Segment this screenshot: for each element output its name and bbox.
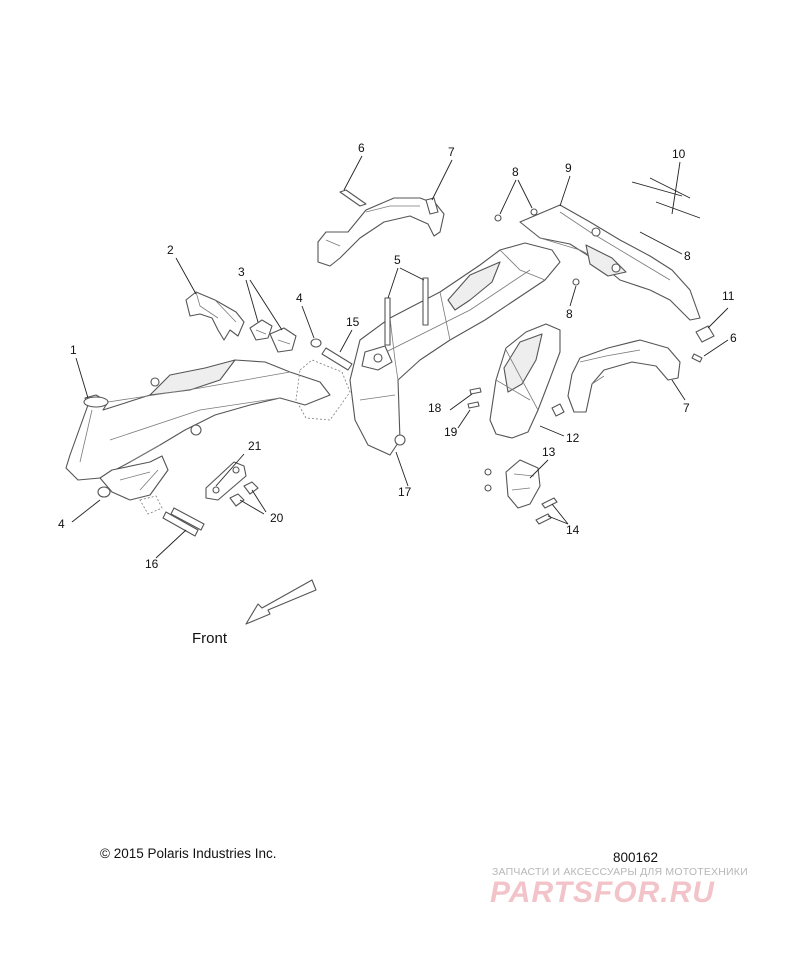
watermark-logo: PARTSFOR.RU: [490, 876, 715, 909]
callout-16: 16: [145, 557, 159, 571]
front-frame-section: [65, 359, 331, 501]
callout-7-upper: 7: [448, 145, 455, 159]
mount-bracket-part-13: [484, 459, 541, 509]
main-frame-part-17: [349, 242, 561, 456]
bolt-part-20: [229, 481, 259, 507]
leader-lines: [71, 155, 729, 559]
watermark-tagline: ЗАПЧАСТИ И АКСЕССУАРЫ ДЛЯ МОТОТЕХНИКИ: [492, 866, 748, 878]
brace-part-7-upper: [317, 189, 445, 267]
bolt-part-14: [535, 497, 558, 525]
fastener-part-19: [467, 401, 480, 409]
callout-18: 18: [428, 401, 442, 415]
callout-15: 15: [346, 315, 360, 329]
callout-6-lower: 6: [730, 331, 737, 345]
callout-8-middle: 8: [566, 307, 573, 321]
front-label: Front: [192, 630, 228, 647]
rear-frame-part-9: [519, 204, 701, 321]
callout-3: 3: [238, 265, 245, 279]
nut-part-4: [97, 338, 322, 498]
copyright-notice: © 2015 Polaris Industries Inc.: [100, 846, 277, 861]
grommet-part-11: [695, 325, 715, 343]
callout-4-lower: 4: [58, 517, 65, 531]
bolt-part-8: [494, 208, 580, 286]
callout-7-lower: 7: [683, 401, 690, 415]
callout-8-right: 8: [684, 249, 691, 263]
pin-part-16: [139, 495, 205, 537]
clip-part-3: [249, 319, 297, 353]
callout-21: 21: [248, 439, 262, 453]
fastener-part-18: [469, 387, 482, 395]
plate-part-21: [205, 461, 247, 501]
rod-part-10: [631, 177, 701, 219]
callout-13: 13: [542, 445, 556, 459]
callout-1: 1: [70, 343, 77, 357]
diagram-number: 800162: [613, 850, 659, 865]
side-panel-part-12: [489, 323, 565, 439]
callout-19: 19: [444, 425, 458, 439]
callout-17: 17: [398, 485, 412, 499]
callout-4-upper: 4: [296, 291, 303, 305]
front-direction-arrow: Front: [192, 579, 317, 647]
callout-20: 20: [270, 511, 284, 525]
callout-2: 2: [167, 243, 174, 257]
bracket-part-2: [185, 291, 245, 341]
pin-part-15: [295, 347, 353, 421]
callout-10: 10: [672, 147, 686, 161]
callout-9: 9: [565, 161, 572, 175]
bolt-part-5: [384, 277, 429, 346]
callout-6-upper: 6: [358, 141, 365, 155]
callout-12: 12: [566, 431, 580, 445]
callout-labels: 1 2 3 4 4 5 6 6 7 7 8 8 8 9 10 11 12 13 …: [58, 141, 737, 571]
callout-8-top: 8: [512, 165, 519, 179]
brace-part-7-lower: [567, 339, 703, 413]
callout-14: 14: [566, 523, 580, 537]
callout-5: 5: [394, 253, 401, 267]
callout-11: 11: [722, 289, 735, 303]
